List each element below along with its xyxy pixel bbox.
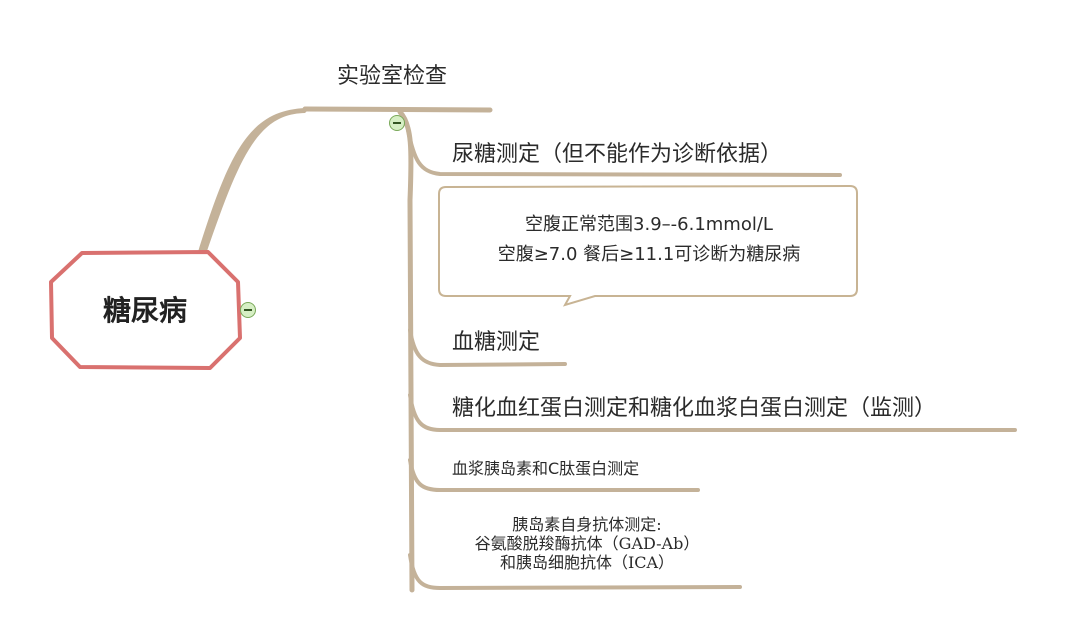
branch-collapse-toggle-icon[interactable] xyxy=(389,115,405,131)
child-branch-4 xyxy=(408,458,700,492)
autoantibodies-line-3: 和胰岛细胞抗体（ICA） xyxy=(499,553,675,572)
callout-line-1: 空腹正常范围3.9–-6.1mmol/L xyxy=(525,214,773,235)
root-connector xyxy=(198,108,310,254)
autoantibodies-line-2: 谷氨酸脱羧酶抗体（GAD-Ab） xyxy=(474,534,700,553)
spine xyxy=(397,109,415,593)
child-branch-3 xyxy=(408,393,1017,432)
child-branch-5 xyxy=(408,553,742,591)
branch-underline xyxy=(302,106,493,113)
callout-line-2: 空腹≥7.0 餐后≥11.1可诊断为糖尿病 xyxy=(497,244,801,265)
child-branch-1 xyxy=(406,128,842,177)
branch-label-lab-tests[interactable]: 实验室检查 xyxy=(337,64,448,89)
autoantibodies-line-1: 胰岛素自身抗体测定: xyxy=(512,515,662,534)
root-node[interactable]: 糖尿病 xyxy=(50,250,240,368)
topic-blood-glucose[interactable]: 血糖测定 xyxy=(452,330,541,355)
topic-autoantibodies[interactable]: 胰岛素自身抗体测定: 谷氨酸脱羧酶抗体（GAD-Ab） 和胰岛细胞抗体（ICA） xyxy=(452,515,722,572)
topic-urine-glucose[interactable]: 尿糖测定（但不能作为诊断依据） xyxy=(452,142,783,167)
topic-insulin-c-peptide[interactable]: 血浆胰岛素和C肽蛋白测定 xyxy=(452,459,640,478)
callout-note[interactable]: 空腹正常范围3.9–-6.1mmol/L 空腹≥7.0 餐后≥11.1可诊断为糖… xyxy=(440,210,858,270)
child-branch-2 xyxy=(408,328,567,368)
topic-glycated-hemoglobin[interactable]: 糖化血红蛋白测定和糖化血浆白蛋白测定（监测） xyxy=(452,396,937,421)
root-collapse-toggle-icon[interactable] xyxy=(240,302,256,318)
root-node-shape xyxy=(49,250,242,370)
root-node-label: 糖尿病 xyxy=(102,294,187,327)
callout-bubble xyxy=(438,184,858,307)
